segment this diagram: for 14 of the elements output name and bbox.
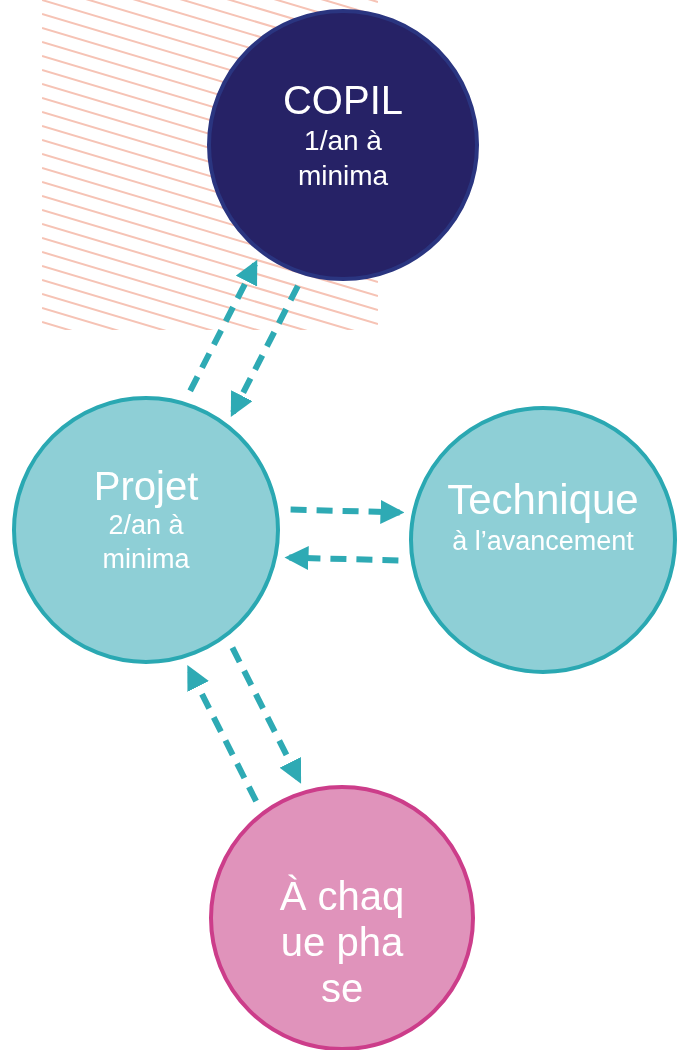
node-title: À chaque phase xyxy=(278,873,406,1011)
circle-node xyxy=(207,9,479,281)
dashed-arrow xyxy=(230,284,301,417)
dashed-arrow xyxy=(290,499,405,524)
dashed-arrow xyxy=(187,259,258,393)
node-title: Technique xyxy=(447,476,639,525)
node-title: COPIL xyxy=(282,77,403,123)
node-subtitle: 2/an à minima xyxy=(101,509,191,576)
dashed-arrow xyxy=(284,546,399,571)
node-title: Projet xyxy=(93,463,199,510)
node-subtitle: 1/an à minima xyxy=(296,124,390,193)
node-subtitle: à l’avancement xyxy=(451,524,635,558)
dashed-arrow xyxy=(186,665,259,803)
dashed-arrow xyxy=(229,646,302,784)
